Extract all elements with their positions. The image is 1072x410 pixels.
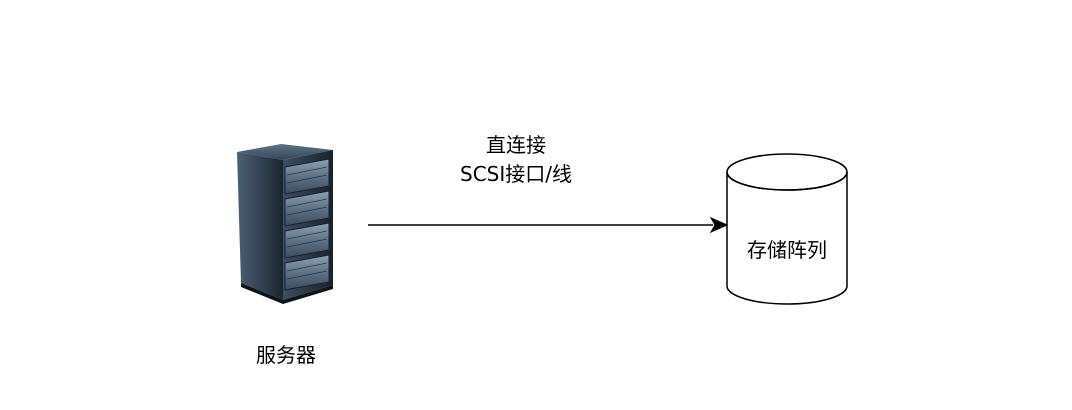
storage-cylinder: [726, 153, 848, 305]
server-label: 服务器: [256, 343, 316, 367]
arrowhead-icon: [709, 216, 729, 234]
connection-arrow: [368, 216, 729, 234]
server-rack-icon: [237, 144, 333, 304]
connection-label-line2: SCSI接口/线: [460, 162, 572, 186]
connection-label-line1: 直连接: [486, 133, 546, 157]
drive-bays: [284, 158, 330, 291]
storage-array-label: 存储阵列: [747, 238, 827, 262]
